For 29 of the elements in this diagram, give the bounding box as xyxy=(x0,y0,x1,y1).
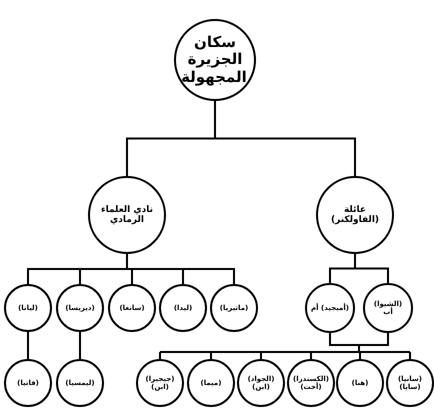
person-circle xyxy=(108,284,156,332)
connector-line xyxy=(409,352,411,359)
connector-line xyxy=(210,352,212,359)
person-circle xyxy=(56,359,104,407)
person-circle xyxy=(56,284,104,332)
person-circle xyxy=(386,359,434,407)
connector-line xyxy=(260,352,262,359)
name-label: سكان الجزيرة المجهولة xyxy=(183,34,247,86)
name-label: نادي العلماء الرمادي xyxy=(100,204,154,226)
person-circle xyxy=(210,284,258,332)
person-circle xyxy=(305,283,355,333)
name-label: عائلة (الفاولكنر) xyxy=(330,204,380,226)
connector-line xyxy=(159,352,161,359)
connector-line xyxy=(79,332,81,359)
person-circle xyxy=(4,284,52,332)
person-circle xyxy=(4,359,52,407)
connector-line xyxy=(329,333,359,346)
person-circle xyxy=(136,359,184,407)
person-circle xyxy=(287,359,335,407)
person-circle xyxy=(363,283,413,333)
person-circle xyxy=(159,284,207,332)
person-circle xyxy=(336,359,384,407)
person-circle xyxy=(187,359,235,407)
connector-line xyxy=(310,352,312,359)
person-circle xyxy=(237,359,285,407)
connector-line xyxy=(359,333,389,346)
connector-line xyxy=(159,344,411,353)
connector-line xyxy=(27,332,29,359)
connector-line xyxy=(359,352,361,359)
